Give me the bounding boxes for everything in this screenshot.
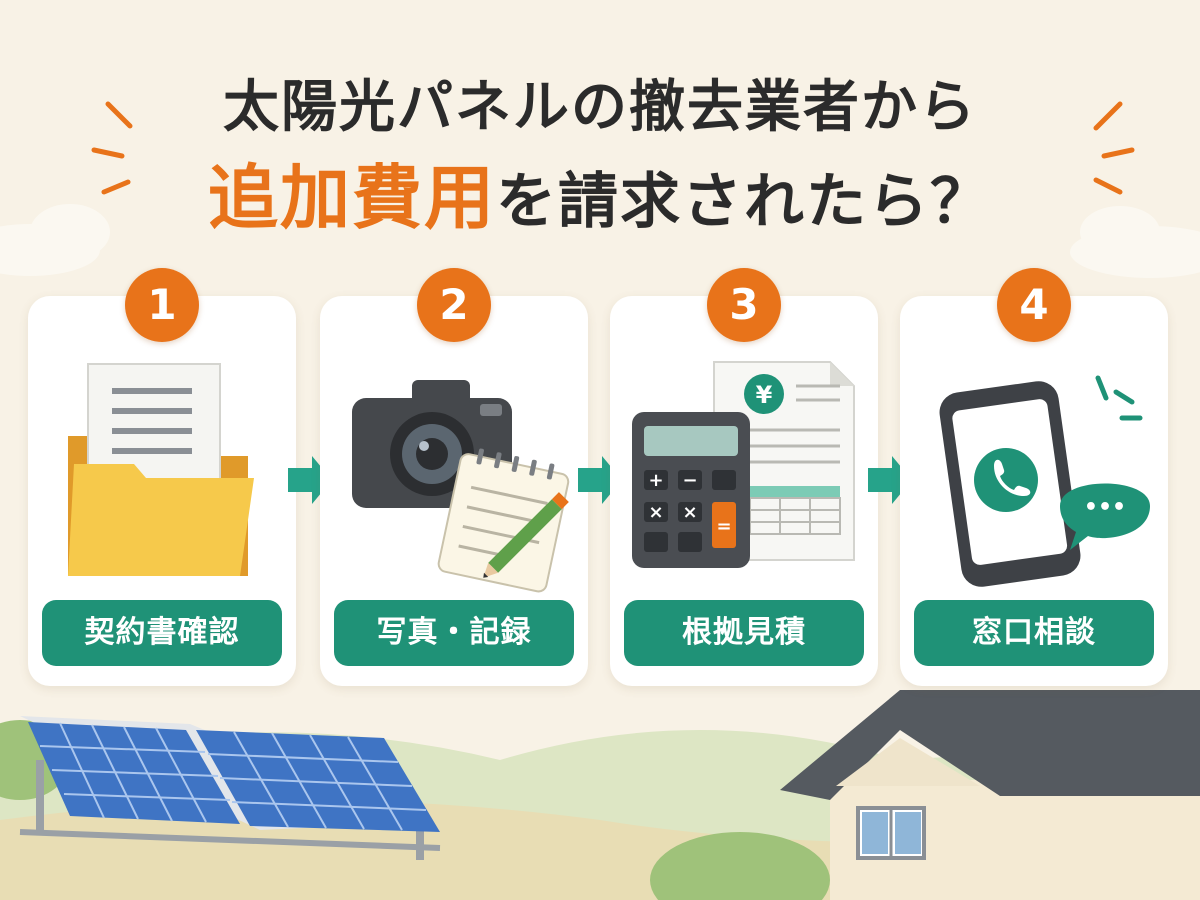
yen-symbol: ¥ [756, 381, 773, 409]
title-line-2: 追加費用を請求されたら？ [0, 142, 1200, 243]
calculator-key-minus: − [682, 470, 697, 491]
step-card-3: 3 ¥ + − × × = [610, 268, 878, 686]
step-card-4: 4 ••• 窓口相談 [900, 268, 1168, 686]
house [780, 690, 1200, 900]
step-label: 写真・記録 [334, 600, 574, 666]
step-number-badge: 2 [417, 268, 491, 342]
title-accent-text: 追加費用 [208, 157, 496, 239]
emphasis-lines-right [1093, 101, 1135, 195]
step-label: 契約書確認 [42, 600, 282, 666]
calculator-key-equals: = [716, 516, 731, 537]
calculator-key-plus: + [648, 470, 663, 491]
step-number-badge: 1 [125, 268, 199, 342]
yen-icon [744, 374, 784, 414]
step-number-badge: 3 [707, 268, 781, 342]
cloud-left [0, 204, 110, 276]
folder-document-icon [68, 363, 254, 576]
calculator-key-multiply: × [648, 502, 663, 523]
emphasis-lines-left [91, 101, 133, 195]
chat-dots: ••• [1084, 495, 1126, 520]
sound-lines [1095, 375, 1143, 421]
phone-chat-icon: ••• [939, 375, 1150, 587]
title-line-1: 太陽光パネルの撤去業者から [223, 75, 977, 140]
handset-icon [994, 459, 1031, 496]
step-card-2: 2 写真・記録 [320, 268, 588, 686]
step-number-badge: 4 [997, 268, 1071, 342]
camera-notepad-icon [352, 380, 570, 593]
step-label: 窓口相談 [914, 600, 1154, 666]
calculator-estimate-icon: ¥ + − × × = [632, 361, 855, 568]
step-card-1: 1 契約書確認 [28, 268, 296, 686]
cloud-right [1070, 206, 1200, 278]
solar-panel-array [19, 716, 441, 860]
calculator-key-multiply-2: × [682, 502, 697, 523]
step-label: 根拠見積 [624, 600, 864, 666]
title-rest-text: を請求されたら？ [496, 167, 992, 237]
